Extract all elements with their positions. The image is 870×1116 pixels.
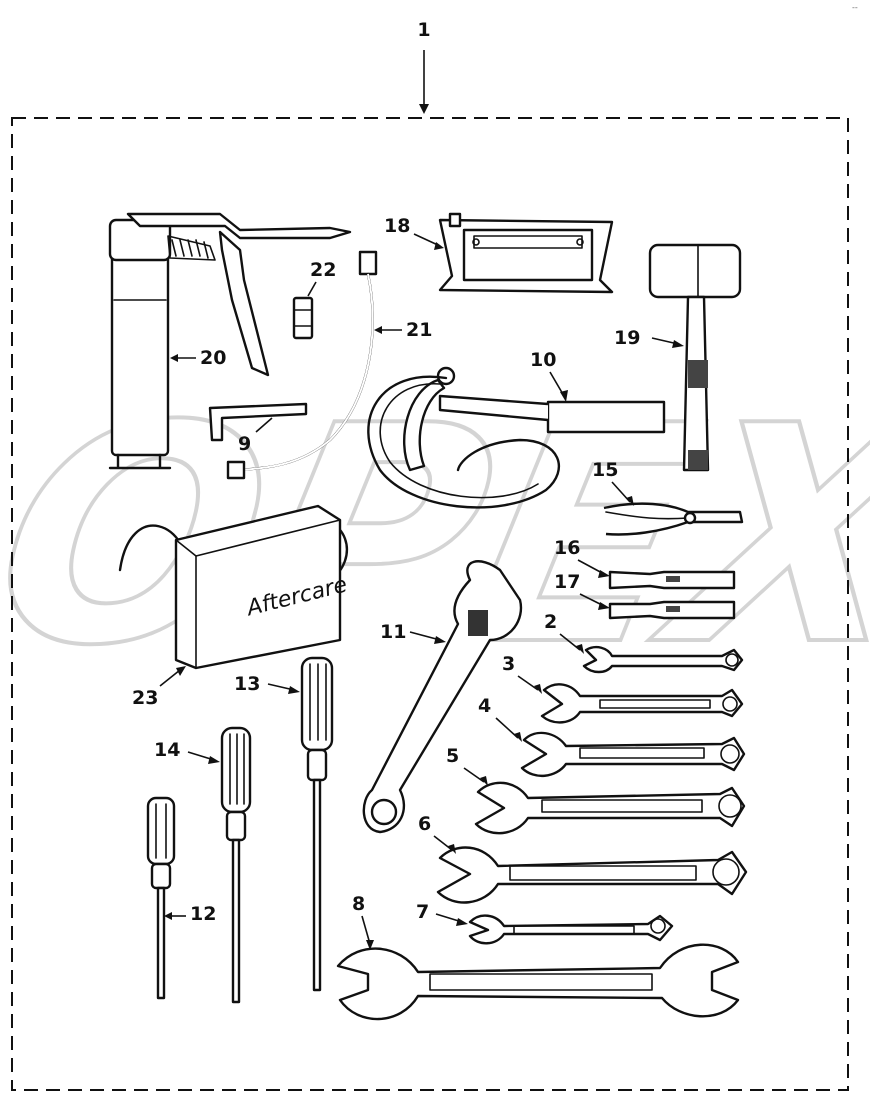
spanner-6 bbox=[436, 846, 748, 904]
callout-label-22: 22 bbox=[310, 259, 336, 281]
callout-label-16: 16 bbox=[554, 537, 580, 559]
callout-label-14: 14 bbox=[154, 739, 180, 761]
tool-bracket bbox=[438, 212, 614, 294]
callout-10: 10 bbox=[530, 349, 568, 402]
callout-1: 1 bbox=[417, 19, 431, 114]
spanner-8 bbox=[336, 943, 740, 1021]
callout-21: 21 bbox=[374, 319, 432, 341]
screwdriver-14 bbox=[220, 726, 252, 1004]
callout-label-12: 12 bbox=[190, 903, 216, 925]
spanner-7 bbox=[468, 914, 674, 945]
callout-label-21: 21 bbox=[406, 319, 432, 341]
callout-14: 14 bbox=[154, 739, 220, 764]
callout-label-10: 10 bbox=[530, 349, 556, 371]
callout-15: 15 bbox=[592, 459, 634, 506]
callout-label-23: 23 bbox=[132, 687, 158, 709]
callout-16: 16 bbox=[554, 537, 610, 578]
callout-9: 9 bbox=[238, 417, 273, 455]
allen-key bbox=[208, 402, 308, 442]
callout-label-5: 5 bbox=[446, 745, 459, 767]
flexible-hose bbox=[226, 250, 378, 480]
spanner-3 bbox=[540, 683, 744, 724]
callout-label-20: 20 bbox=[200, 347, 226, 369]
screwdriver-12 bbox=[146, 796, 176, 1000]
adjustable-wrench bbox=[362, 560, 523, 834]
callout-18: 18 bbox=[384, 215, 444, 250]
callout-20: 20 bbox=[170, 347, 226, 369]
callout-11: 11 bbox=[380, 621, 446, 644]
mallet bbox=[648, 243, 742, 472]
callout-label-3: 3 bbox=[502, 653, 515, 675]
callout-label-18: 18 bbox=[384, 215, 410, 237]
callout-label-9: 9 bbox=[238, 433, 251, 455]
callout-3: 3 bbox=[502, 653, 542, 694]
callout-7: 7 bbox=[416, 901, 468, 926]
callout-label-7: 7 bbox=[416, 901, 429, 923]
callout-23: 23 bbox=[132, 666, 186, 709]
grease-gun bbox=[108, 212, 352, 470]
callout-label-15: 15 bbox=[592, 459, 618, 481]
callout-4: 4 bbox=[478, 695, 522, 742]
spanner-2 bbox=[582, 645, 744, 674]
corner-mark: -- bbox=[852, 3, 858, 12]
kit-boundary bbox=[11, 117, 849, 1091]
callout-22: 22 bbox=[307, 259, 336, 297]
screwdriver-bit-16 bbox=[608, 570, 736, 590]
callout-6: 6 bbox=[418, 813, 456, 854]
callout-13: 13 bbox=[234, 673, 300, 695]
callout-label-19: 19 bbox=[614, 327, 640, 349]
callout-label-8: 8 bbox=[352, 893, 365, 915]
pliers bbox=[603, 502, 744, 536]
callout-label-1: 1 bbox=[417, 19, 430, 41]
callout-label-11: 11 bbox=[380, 621, 406, 643]
callout-8: 8 bbox=[352, 893, 374, 950]
callout-label-4: 4 bbox=[478, 695, 491, 717]
tool-bag: Aftercare bbox=[118, 504, 350, 670]
screwdriver-13 bbox=[300, 656, 334, 992]
nozzle-adaptor bbox=[292, 296, 314, 340]
spanner-5 bbox=[474, 781, 746, 835]
spanner-4 bbox=[520, 731, 746, 777]
callout-17: 17 bbox=[554, 571, 610, 610]
callout-label-13: 13 bbox=[234, 673, 260, 695]
screwdriver-bit-17 bbox=[608, 600, 736, 620]
callout-12: 12 bbox=[164, 903, 216, 925]
callout-2: 2 bbox=[544, 611, 584, 654]
strap-wrench bbox=[367, 366, 666, 509]
callout-label-17: 17 bbox=[554, 571, 580, 593]
callout-19: 19 bbox=[614, 327, 684, 349]
callout-5: 5 bbox=[446, 745, 488, 786]
callout-label-6: 6 bbox=[418, 813, 431, 835]
callout-label-2: 2 bbox=[544, 611, 557, 633]
